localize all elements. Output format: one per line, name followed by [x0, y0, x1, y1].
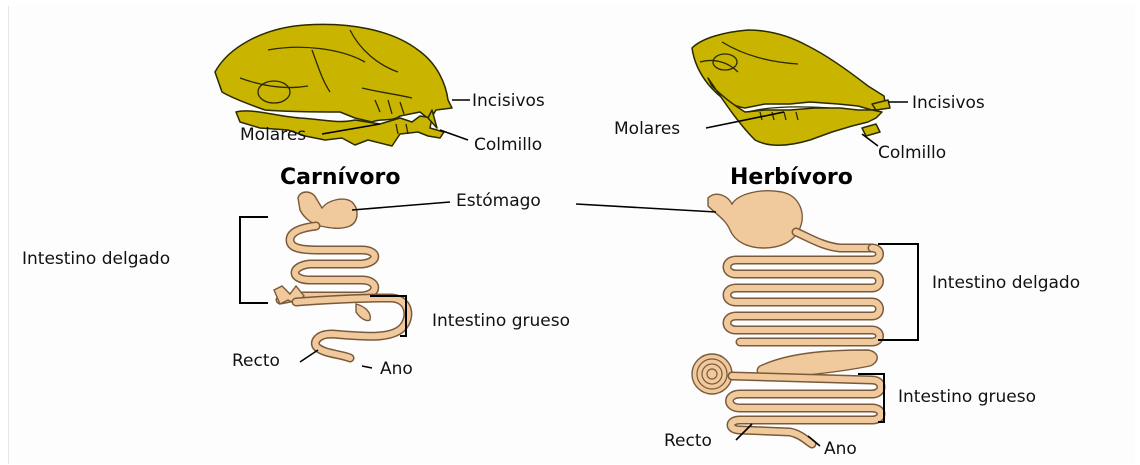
- herbivore-canine-label: Colmillo: [878, 143, 946, 163]
- herbivore-rectum-label: Recto: [664, 431, 712, 451]
- carnivore-digestive-tract: [274, 192, 408, 358]
- herbivore-small-intestine-bracket: [878, 244, 918, 340]
- carnivore-title: Carnívoro: [280, 165, 400, 190]
- herbivore-large-intestine-label: Intestino grueso: [898, 387, 1036, 407]
- herbivore-skull: [692, 30, 890, 145]
- herbivore-digestive-tract: [692, 191, 881, 444]
- carnivore-small-intestine-label: Intestino delgado: [22, 249, 170, 269]
- herbivore-incisors-label: Incisivos: [912, 93, 985, 113]
- carnivore-molars-label: Molares: [240, 125, 306, 145]
- carnivore-anus-label: Ano: [380, 359, 413, 379]
- carnivore-stomach: [298, 192, 357, 228]
- herbivore-title: Herbívoro: [730, 165, 853, 190]
- carnivore-large-intestine-label: Intestino grueso: [432, 311, 570, 331]
- herbivore-small-intestine-label: Intestino delgado: [932, 273, 1080, 293]
- herbivore-molars-label: Molares: [614, 119, 680, 139]
- carnivore-canine-label: Colmillo: [474, 135, 542, 155]
- carnivore-small-intestine-bracket: [240, 217, 268, 303]
- carnivore-incisors-label: Incisivos: [472, 91, 545, 111]
- herbivore-anus-label: Ano: [824, 439, 857, 459]
- stomach-label: Estómago: [456, 191, 541, 211]
- carnivore-rectum-label: Recto: [232, 351, 280, 371]
- herbivore-stomach: [708, 191, 802, 248]
